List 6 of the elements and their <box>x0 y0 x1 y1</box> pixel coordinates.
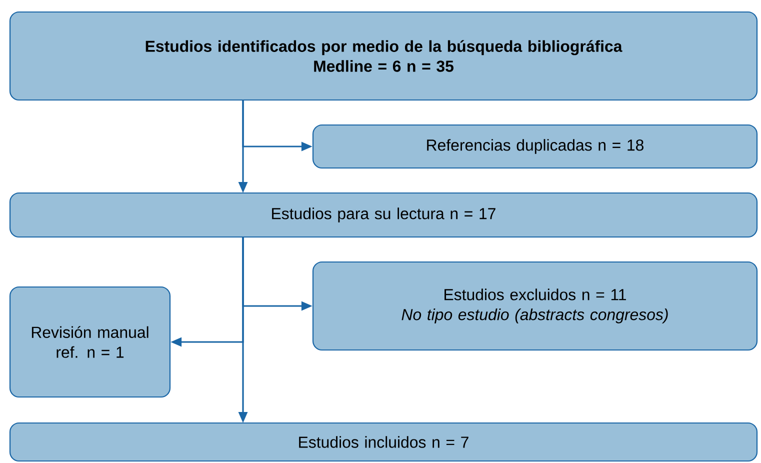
process-box: Referencias duplicadas n = 18 <box>312 124 758 169</box>
process-box: Revisión manual ref. n = 1 <box>9 286 171 398</box>
process-box: Estudios identificados por medio de la búsqueda bibliográfica Medline = 6 n = 35 <box>9 11 758 101</box>
process-box: Estudios excluidos n = 11 No tipo estudio (abstracts congresos) <box>312 261 758 351</box>
process-box: Estudios para su lectura n = 17 <box>9 192 758 238</box>
process-box: Estudios incluidos n = 7 <box>9 422 758 462</box>
